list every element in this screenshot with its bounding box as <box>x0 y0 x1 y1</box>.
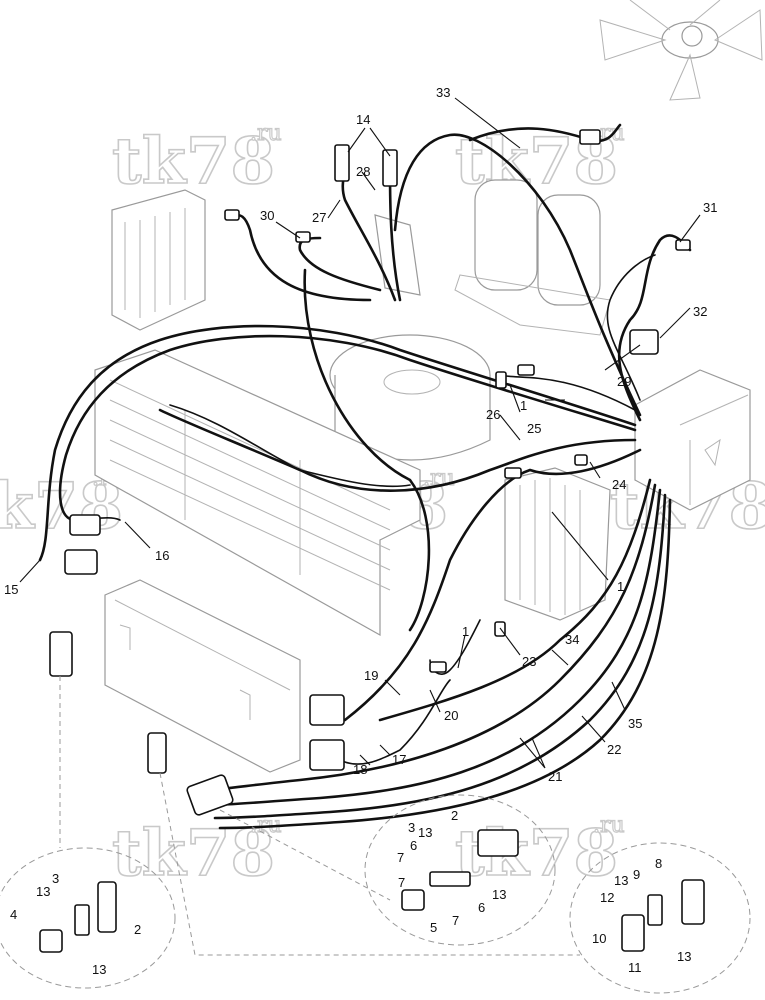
callout-34: 34 <box>565 632 579 647</box>
connector-27 <box>334 144 350 182</box>
connector-30 <box>295 231 311 243</box>
detail-view-center <box>364 794 556 946</box>
callout-13-right-b: 13 <box>677 949 691 964</box>
blower-unit <box>329 334 491 461</box>
connector-1-mid <box>494 621 506 637</box>
callout-2-left: 2 <box>134 922 141 937</box>
callout-1-mid: 1 <box>462 624 469 639</box>
compressor-assembly <box>454 179 611 336</box>
callout-6-center-b: 6 <box>478 900 485 915</box>
callout-10: 10 <box>592 931 606 946</box>
callout-14: 14 <box>356 112 370 127</box>
watermark-suffix: .ru <box>593 813 625 838</box>
watermark-text: tk78 <box>0 469 123 544</box>
callout-30: 30 <box>260 208 274 223</box>
connector-25 <box>495 371 507 389</box>
junction-box-right <box>634 369 751 511</box>
control-box-small <box>374 214 421 296</box>
callout-28: 28 <box>356 164 370 179</box>
callout-1-right: 1 <box>617 579 624 594</box>
callout-13-center-b: 13 <box>492 887 506 902</box>
detail-connector-b <box>147 732 167 774</box>
callout-33: 33 <box>436 85 450 100</box>
watermark-text: tk78 <box>112 124 275 199</box>
callout-25: 25 <box>527 421 541 436</box>
connector-31 <box>675 239 691 251</box>
callout-35: 35 <box>628 716 642 731</box>
callout-13-left-a: 13 <box>36 884 50 899</box>
callout-13-center-a: 13 <box>418 825 432 840</box>
connector-18 <box>309 739 345 771</box>
callout-7-center-a: 7 <box>397 850 404 865</box>
callout-5: 5 <box>430 920 437 935</box>
connector-top-left <box>224 209 240 221</box>
detail-views <box>0 676 751 994</box>
callout-15: 15 <box>4 582 18 597</box>
battery-pack-center <box>504 467 611 621</box>
callout-16: 16 <box>155 548 169 563</box>
connector-16-top <box>69 514 101 536</box>
detail-view-right <box>569 842 751 994</box>
evaporator-coil <box>94 349 421 637</box>
callout-13-left-b: 13 <box>92 962 106 977</box>
callout-21: 21 <box>548 769 562 784</box>
fan-assembly <box>599 0 763 101</box>
connector-33 <box>579 129 601 145</box>
connector-21-end <box>186 774 234 816</box>
callout-labels: 33 14 28 30 27 31 32 29 1 25 26 24 1 15 … <box>4 85 717 977</box>
detail-view-left <box>0 847 176 989</box>
connector-28 <box>382 149 398 187</box>
callout-20: 20 <box>444 708 458 723</box>
connector-1-top <box>517 364 535 376</box>
connector-19 <box>309 694 345 726</box>
callout-19: 19 <box>364 668 378 683</box>
callout-7-center-c: 7 <box>452 913 459 928</box>
callout-4: 4 <box>10 907 17 922</box>
callout-7-center-b: 7 <box>398 875 405 890</box>
connector-center-a <box>504 467 522 479</box>
callout-22: 22 <box>607 742 621 757</box>
connector-29 <box>629 329 659 355</box>
callout-9: 9 <box>633 867 640 882</box>
callout-11: 11 <box>628 960 642 975</box>
callout-23: 23 <box>522 654 536 669</box>
callout-24: 24 <box>612 477 626 492</box>
connector-15 <box>64 549 98 575</box>
connector-24 <box>574 454 588 466</box>
detail-connector-a <box>49 631 73 677</box>
callout-32: 32 <box>693 304 707 319</box>
harness-bundle <box>38 123 692 830</box>
callout-13-right-a: 13 <box>614 873 628 888</box>
battery-pack-top-left <box>111 189 206 331</box>
callout-3-center: 3 <box>408 820 415 835</box>
power-module <box>104 579 301 773</box>
connector-20 <box>429 661 447 673</box>
callout-27: 27 <box>312 210 326 225</box>
callout-8: 8 <box>655 856 662 871</box>
callout-12: 12 <box>600 890 614 905</box>
callout-17: 17 <box>392 752 406 767</box>
watermark-suffix: .ru <box>250 121 282 146</box>
callout-26: 26 <box>486 407 500 422</box>
callout-3-left: 3 <box>52 871 59 886</box>
callout-1-top: 1 <box>520 398 527 413</box>
leader-lines <box>19 97 701 769</box>
watermark-text: tk78 <box>455 816 618 891</box>
callout-18: 18 <box>353 762 367 777</box>
connectors <box>49 129 691 816</box>
callout-2-center: 2 <box>451 808 458 823</box>
callout-31: 31 <box>703 200 717 215</box>
callout-29: 29 <box>617 374 631 389</box>
callout-6-center-a: 6 <box>410 838 417 853</box>
